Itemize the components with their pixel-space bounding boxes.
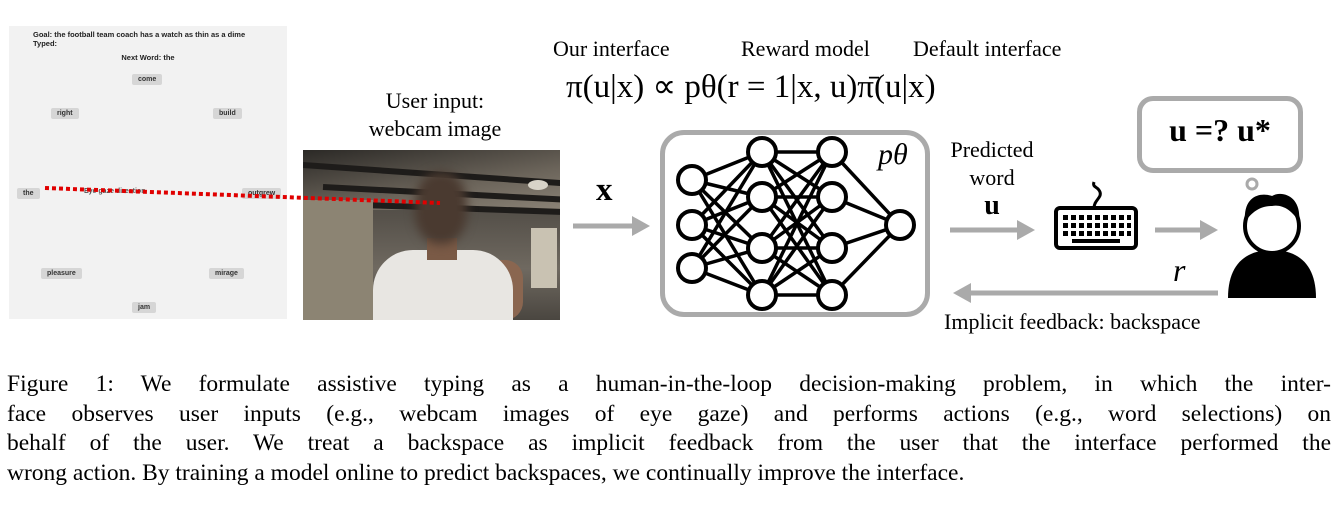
webcam-door — [303, 200, 373, 320]
thought-bubble-icon — [1137, 96, 1303, 173]
word-button-pleasure[interactable]: pleasure — [41, 268, 82, 279]
feedback-arrow — [953, 283, 1218, 303]
figure-caption: Figure 1: We formulate assistive typing … — [7, 370, 1331, 488]
goal-text: Goal: the football team coach has a watc… — [33, 30, 246, 39]
webcam-label-line1: User input: — [385, 88, 485, 113]
label-our-interface: Our interface — [553, 36, 670, 61]
feedback-label: Implicit feedback: backspace — [944, 309, 1201, 334]
word-button-build[interactable]: build — [213, 108, 242, 119]
thought-bubble-dot — [1245, 177, 1259, 191]
word-button-outgrew[interactable]: outgrew — [242, 188, 282, 199]
typing-interface-panel: Goal: the football team coach has a watc… — [9, 26, 287, 319]
predicted-word-label-line1: Predicted — [950, 137, 1034, 162]
next-word-text: Next Word: the — [121, 53, 175, 62]
word-button-mirage[interactable]: mirage — [209, 268, 244, 279]
typed-text: Typed: — [33, 39, 58, 48]
user-icon — [1228, 193, 1316, 298]
caption-line: Figure 1: We formulate assistive typing … — [7, 371, 1331, 397]
keyboard-icon — [1054, 181, 1138, 250]
reward-model-symbol: pθ — [878, 138, 908, 171]
thought-bubble-text: u =? u* — [1169, 112, 1271, 148]
word-button-right[interactable]: right — [51, 108, 79, 119]
word-button-the[interactable]: the — [17, 188, 40, 199]
label-reward-model: Reward model — [741, 36, 870, 61]
keyboard-to-user-arrow — [1155, 220, 1218, 240]
gaze-line — [44, 186, 441, 205]
reward-model-box — [660, 130, 930, 317]
prediction-arrow — [950, 220, 1035, 240]
word-button-come[interactable]: come — [132, 74, 163, 85]
input-symbol-x: x — [596, 172, 613, 208]
caption-line: wrong action. By training a model online… — [7, 459, 965, 486]
input-arrow — [573, 216, 650, 236]
label-default-interface: Default interface — [913, 36, 1062, 61]
reward-symbol-r: r — [1173, 252, 1186, 288]
neural-network-icon — [676, 136, 916, 311]
gaze-direction-text: Eye gaze direction — [84, 188, 146, 195]
webcam-person-body — [373, 250, 513, 320]
webcam-lamp — [531, 228, 557, 288]
webcam-ceiling-light — [528, 180, 548, 190]
policy-equation: π(u|x) ∝ pθ(r = 1|x, u)π̄(u|x) — [566, 69, 936, 105]
caption-line: face observes user inputs (e.g., webcam … — [7, 400, 1331, 427]
word-button-jam[interactable]: jam — [132, 302, 157, 313]
webcam-person-head — [415, 172, 467, 244]
predicted-word-symbol: u — [984, 190, 1000, 221]
predicted-word-label-line2: word — [969, 165, 1015, 190]
webcam-label-line2: webcam image — [368, 116, 502, 141]
caption-line: behalf of the user. We treat a backspace… — [7, 430, 1331, 456]
